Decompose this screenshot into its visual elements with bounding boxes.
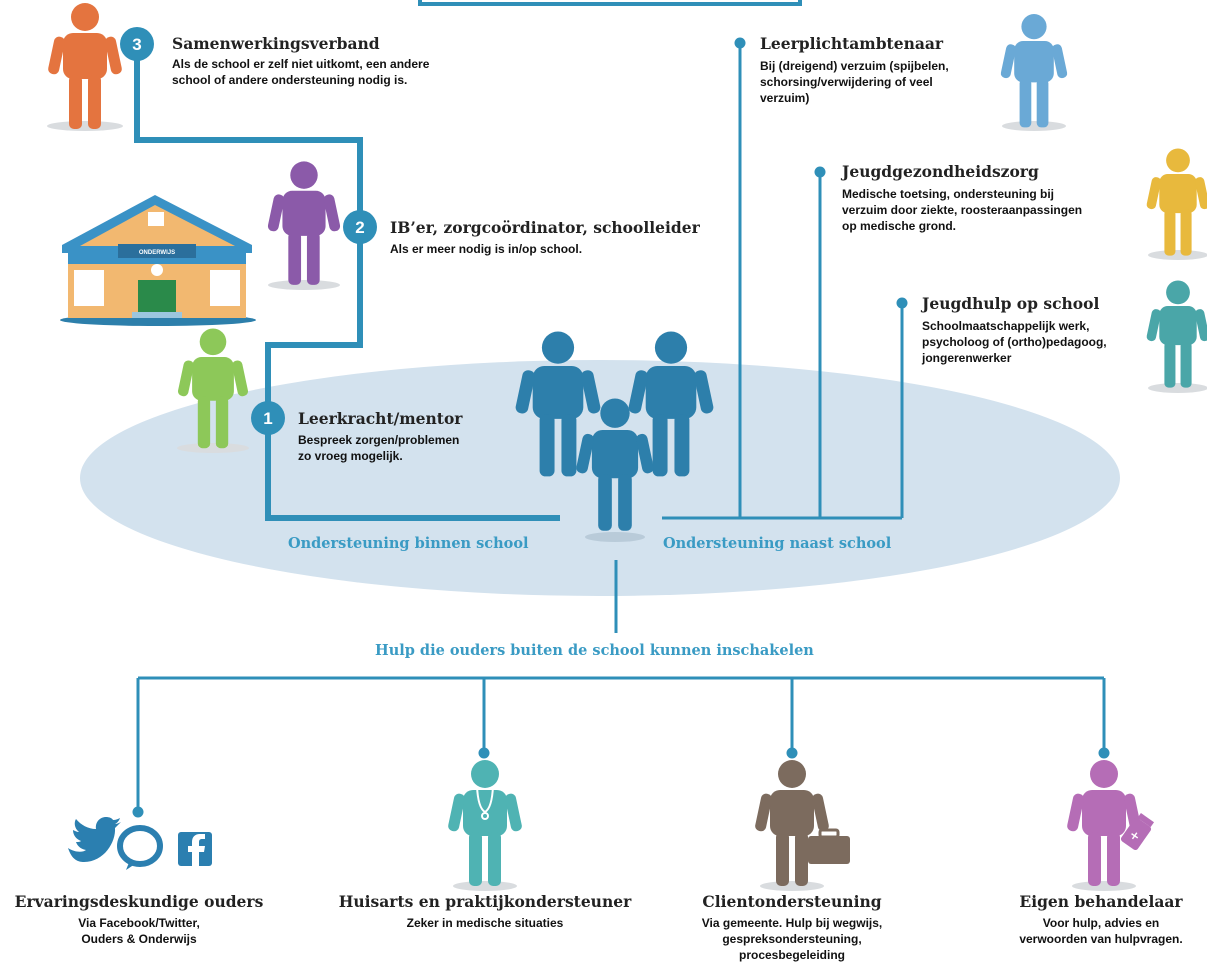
text-line: Schoolmaatschappelijk werk, bbox=[922, 319, 1090, 333]
text-line: schorsing/verwijdering of veel bbox=[760, 75, 933, 89]
text-line: Zeker in medische situaties bbox=[406, 916, 564, 930]
outside-lines bbox=[136, 560, 1106, 808]
text-line: procesbegeleiding bbox=[738, 948, 846, 962]
top-frame-edge bbox=[418, 0, 802, 6]
text-line: zo vroeg mogelijk. bbox=[298, 449, 403, 463]
step-badge-1: 1 bbox=[251, 401, 285, 435]
text-line: verzuim) bbox=[760, 91, 810, 105]
person-icon bbox=[47, 3, 123, 129]
person-icon bbox=[754, 760, 830, 886]
text-line: Als de school er zelf niet uitkomt, een … bbox=[172, 57, 430, 71]
text-line: op medische grond. bbox=[842, 219, 957, 233]
person-icon bbox=[266, 161, 342, 285]
step-badge-2: 2 bbox=[343, 210, 377, 244]
outside-description: Zeker in medische situaties bbox=[330, 915, 640, 931]
outside-ervaringsdeskundige: Ervaringsdeskundige ouders Via Facebook/… bbox=[0, 892, 278, 947]
outside-title: Ervaringsdeskundige ouders bbox=[14, 892, 264, 911]
briefcase-icon bbox=[808, 828, 850, 864]
school-building-icon: ONDERWIJS bbox=[60, 195, 256, 326]
side-support-leerplicht: Leerplichtambtenaar Bij (dreigend) verzu… bbox=[760, 34, 949, 106]
facebook-icon bbox=[178, 832, 212, 866]
text-line: Via Facebook/Twitter, bbox=[78, 916, 200, 930]
outside-description: Via Facebook/Twitter, Ouders & Onderwijs bbox=[0, 915, 278, 947]
twitter-icon bbox=[68, 817, 121, 862]
outside-clientondersteuning: Clientondersteuning Via gemeente. Hulp b… bbox=[672, 892, 912, 963]
text-line: Als er meer nodig is in/op school. bbox=[390, 242, 583, 256]
person-icon bbox=[1145, 280, 1207, 388]
step-2-block: IB’er, zorgcoördinator, schoolleider Als… bbox=[390, 218, 700, 257]
text-line: Via gemeente. Hulp bij wegwijs, bbox=[701, 916, 883, 930]
side-support-description: Schoolmaatschappelijk werk, psycholoog o… bbox=[922, 318, 1107, 366]
shadows bbox=[47, 121, 1207, 891]
person-icon bbox=[447, 760, 523, 886]
side-support-title: Leerplichtambtenaar bbox=[760, 34, 944, 53]
person-icon bbox=[1000, 13, 1068, 128]
outside-dots bbox=[132, 747, 1110, 818]
outside-title: Eigen behandelaar bbox=[1019, 892, 1183, 911]
text-line: verzuim door ziekte, roosteraanpassingen bbox=[842, 203, 1083, 217]
side-support-jeugdhulp: Jeugdhulp op school Schoolmaatschappelij… bbox=[922, 294, 1107, 366]
side-support-title: Jeugdhulp op school bbox=[922, 294, 1100, 313]
person-icon bbox=[1145, 148, 1207, 256]
outside-title: Huisarts en praktijkondersteuner bbox=[338, 892, 632, 911]
text-line: Medische toetsing, ondersteuning bij bbox=[842, 187, 1055, 201]
beside-school-label: Ondersteuning naast school bbox=[663, 535, 892, 552]
svg-text:2: 2 bbox=[355, 218, 364, 237]
text-line: Bespreek zorgen/problemen bbox=[298, 433, 460, 447]
outside-huisarts: Huisarts en praktijkondersteuner Zeker i… bbox=[330, 892, 640, 931]
outside-title: Clientondersteuning bbox=[702, 892, 882, 911]
step-2-title: IB’er, zorgcoördinator, schoolleider bbox=[390, 218, 700, 237]
step-1-block: Leerkracht/mentor Bespreek zorgen/proble… bbox=[298, 409, 462, 464]
text-line: school of andere ondersteuning nodig is. bbox=[172, 73, 408, 87]
text-line: verwoorden van hulpvragen. bbox=[1019, 932, 1183, 946]
outside-description: Via gemeente. Hulp bij wegwijs, gespreks… bbox=[672, 915, 912, 963]
step-1-description: Bespreek zorgen/problemen zo vroeg mogel… bbox=[298, 432, 462, 464]
step-3-title: Samenwerkingsverband bbox=[172, 34, 380, 53]
chat-bubble-icon bbox=[117, 825, 163, 870]
step-3-block: Samenwerkingsverband Als de school er ze… bbox=[172, 34, 429, 88]
step-2-description: Als er meer nodig is in/op school. bbox=[390, 241, 700, 257]
svg-text:3: 3 bbox=[132, 35, 141, 54]
svg-text:1: 1 bbox=[263, 409, 272, 428]
side-support-lines bbox=[662, 43, 904, 520]
outside-description: Voor hulp, advies en verwoorden van hulp… bbox=[995, 915, 1207, 947]
text-line: jongerenwerker bbox=[922, 351, 1012, 365]
step-badge-3: 3 bbox=[120, 27, 154, 61]
text-line: gespreksondersteuning, bbox=[722, 932, 862, 946]
svg-text:ONDERWIJS: ONDERWIJS bbox=[139, 250, 175, 256]
text-line: Bij (dreigend) verzuim (spijbelen, bbox=[760, 59, 949, 73]
side-support-title: Jeugdgezondheidszorg bbox=[842, 162, 1039, 181]
text-line: Voor hulp, advies en bbox=[1042, 916, 1160, 930]
step-path-line bbox=[134, 45, 560, 521]
outside-school-label: Hulp die ouders buiten de school kunnen … bbox=[375, 642, 814, 659]
side-support-dots bbox=[734, 37, 908, 309]
text-line: Ouders & Onderwijs bbox=[81, 932, 197, 946]
side-support-description: Bij (dreigend) verzuim (spijbelen, schor… bbox=[760, 58, 949, 106]
stethoscope-icon bbox=[476, 785, 494, 820]
medicine-bottle-icon: + bbox=[1120, 813, 1155, 851]
side-support-description: Medische toetsing, ondersteuning bij ver… bbox=[842, 186, 1082, 234]
person-icon bbox=[1066, 760, 1142, 886]
inside-school-label: Ondersteuning binnen school bbox=[288, 535, 529, 552]
side-support-jgz: Jeugdgezondheidszorg Medische toetsing, … bbox=[842, 162, 1082, 234]
step-3-description: Als de school er zelf niet uitkomt, een … bbox=[172, 56, 429, 88]
text-line: psycholoog of (ortho)pedagoog, bbox=[922, 335, 1107, 349]
outside-eigen-behandelaar: Eigen behandelaar Voor hulp, advies en v… bbox=[995, 892, 1207, 947]
step-1-title: Leerkracht/mentor bbox=[298, 409, 463, 428]
